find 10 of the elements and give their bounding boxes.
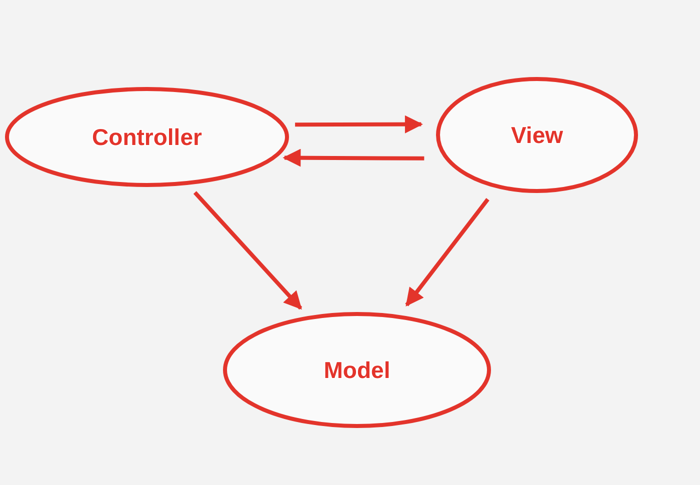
ellipse-node [223, 312, 491, 428]
node-label: Model [324, 356, 390, 384]
node-label: Controller [92, 124, 202, 150]
arrow [193, 191, 302, 310]
arrow [282, 148, 424, 167]
ellipse-node [5, 87, 289, 187]
arrow [295, 115, 423, 134]
ellipse-node [436, 77, 638, 193]
arrow [405, 198, 490, 306]
node-label: View [511, 122, 563, 148]
